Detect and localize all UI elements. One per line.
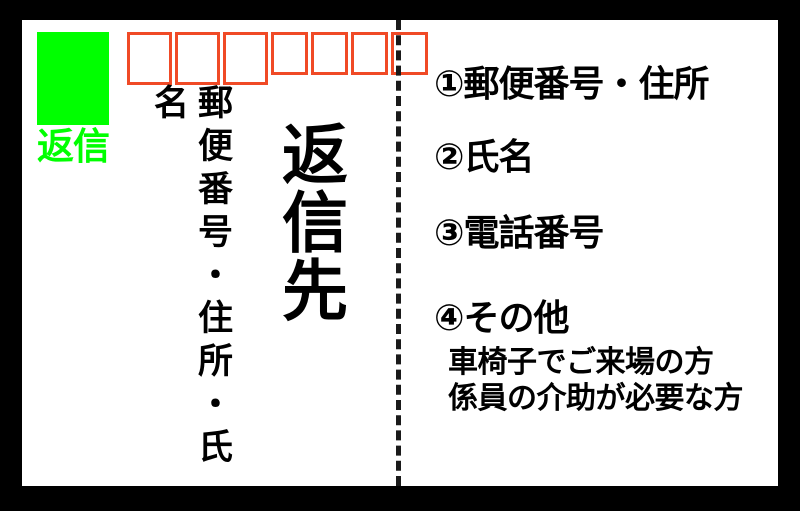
required-item-4: ④その他 — [434, 298, 569, 339]
stamp-area: 返信 — [37, 32, 127, 167]
stamp-return-label: 返信 — [37, 125, 110, 168]
required-item-2: ②氏名 — [434, 137, 534, 178]
postal-code-cell-3[interactable] — [223, 32, 268, 85]
required-items-list: ①郵便番号・住所 ②氏名 ③電話番号 ④その他 車椅子でご来場の方 係員の介助が… — [434, 65, 774, 417]
other-note-assistance: 係員の介助が必要な方 — [448, 381, 744, 416]
postal-code-cell-6[interactable] — [351, 32, 388, 75]
other-note-wheelchair: 車椅子でご来場の方 — [448, 345, 714, 380]
stamp-placeholder-box — [37, 32, 109, 125]
vertical-address-fields-label: 郵便番号・住所・氏名 — [148, 84, 232, 471]
other-notes-group: 車椅子でご来場の方 係員の介助が必要な方 — [434, 345, 774, 417]
vertical-return-destination-title: 返信先 — [271, 120, 348, 324]
postal-code-cell-5[interactable] — [311, 32, 348, 75]
postal-code-cell-1[interactable] — [127, 32, 172, 85]
postal-code-cell-4[interactable] — [271, 32, 308, 75]
required-item-1: ①郵便番号・住所 — [434, 64, 709, 105]
postal-code-boxes — [127, 32, 431, 85]
fold-dashed-line — [396, 20, 401, 486]
postal-code-cell-2[interactable] — [175, 32, 220, 85]
required-item-3: ③電話番号 — [434, 213, 604, 254]
postcard-face: 返信 郵便番号・住所・氏名 返信先 ①郵便番号・住所 ②氏名 ③電話番号 ④その… — [22, 20, 778, 486]
